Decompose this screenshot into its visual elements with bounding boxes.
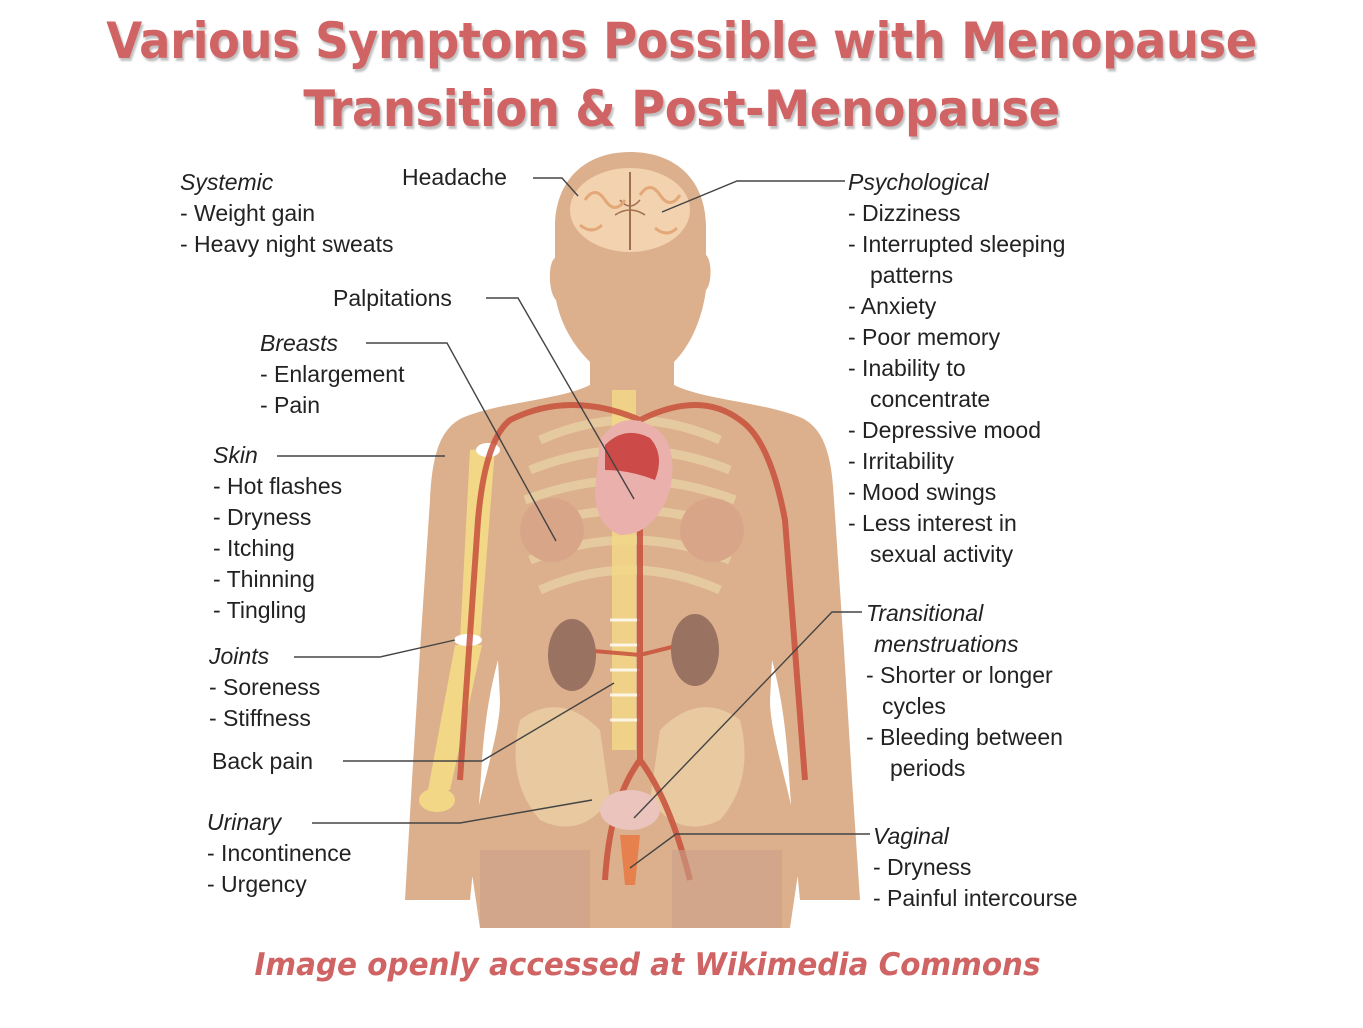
source-credit: Image openly accessed at Wikimedia Commo…: [254, 947, 1041, 983]
joints-heading: Joints: [209, 643, 270, 669]
label-joints: Joints - Soreness - Stiffness: [209, 641, 320, 734]
psychological-item: - Dizziness: [848, 200, 961, 226]
transitional-item: - Shorter or longer: [866, 662, 1053, 688]
vaginal-item: - Dryness: [873, 854, 972, 880]
skin-item: - Itching: [213, 535, 295, 561]
label-back-pain: Back pain: [212, 746, 313, 777]
label-urinary: Urinary - Incontinence - Urgency: [207, 807, 351, 900]
psychological-item: - Less interest in: [848, 510, 1017, 536]
psychological-item: - Poor memory: [848, 324, 1001, 350]
psychological-item-cont: sexual activity: [870, 541, 1014, 567]
thigh-muscles-icon: [480, 850, 782, 928]
heart-icon: [595, 420, 673, 535]
psychological-item-cont: patterns: [870, 262, 954, 288]
transitional-item-cont: cycles: [882, 693, 946, 719]
systemic-item: - Weight gain: [180, 200, 316, 226]
label-headache: Headache: [402, 162, 507, 193]
label-vaginal: Vaginal - Dryness - Painful intercourse: [873, 821, 1078, 914]
urinary-item: - Incontinence: [207, 840, 352, 866]
psychological-item: - Inability to: [848, 355, 966, 381]
psychological-heading: Psychological: [848, 169, 989, 195]
skin-item: - Thinning: [213, 566, 315, 592]
transitional-item: - Bleeding between: [866, 724, 1063, 750]
vaginal-item: - Painful intercourse: [873, 885, 1078, 911]
skin-item: - Hot flashes: [213, 473, 343, 499]
breasts-item: - Enlargement: [260, 361, 405, 387]
joints-item: - Stiffness: [209, 705, 311, 731]
joints-item: - Soreness: [209, 674, 321, 700]
label-systemic: Systemic - Weight gain - Heavy night swe…: [180, 167, 393, 260]
palpitations-heading: Palpitations: [333, 285, 452, 311]
skin-item: - Dryness: [213, 504, 312, 530]
leader-lines: [277, 177, 870, 869]
skin-item: - Tingling: [213, 597, 307, 623]
urinary-item: - Urgency: [207, 871, 307, 897]
transitional-heading: Transitional: [866, 600, 984, 626]
label-transitional-menstruations: Transitional menstruations - Shorter or …: [866, 598, 1063, 784]
transitional-item-cont: periods: [890, 755, 966, 781]
back-pain-heading: Back pain: [212, 748, 314, 774]
psychological-item: - Depressive mood: [848, 417, 1042, 443]
label-psychological: Psychological - Dizziness - Interrupted …: [848, 167, 1065, 570]
uterus-icon: [600, 790, 660, 885]
psychological-item: - Anxiety: [848, 293, 937, 319]
systemic-item: - Heavy night sweats: [180, 231, 394, 257]
title-line-2: Transition & Post-Menopause: [303, 80, 1060, 138]
breasts-heading: Breasts: [260, 330, 338, 356]
brain-icon: [570, 168, 690, 252]
psychological-item: - Mood swings: [848, 479, 997, 505]
label-skin: Skin - Hot flashes - Dryness - Itching -…: [213, 440, 342, 626]
psychological-item: - Irritability: [848, 448, 955, 474]
breast-tissue-icon: [520, 498, 744, 562]
label-palpitations: Palpitations: [333, 283, 452, 314]
label-breasts: Breasts - Enlargement - Pain: [260, 328, 404, 421]
pelvis-icon: [515, 707, 745, 827]
title-line-1: Various Symptoms Possible with Menopause: [106, 12, 1257, 70]
psychological-item: - Interrupted sleeping: [848, 231, 1066, 257]
systemic-heading: Systemic: [180, 169, 274, 195]
headache-heading: Headache: [402, 164, 507, 190]
breasts-item: - Pain: [260, 392, 321, 418]
skin-heading: Skin: [213, 442, 258, 468]
transitional-heading-cont: menstruations: [874, 631, 1019, 657]
psychological-item-cont: concentrate: [870, 386, 991, 412]
kidney-icon: [548, 614, 719, 691]
vaginal-heading: Vaginal: [873, 823, 949, 849]
urinary-heading: Urinary: [207, 809, 282, 835]
